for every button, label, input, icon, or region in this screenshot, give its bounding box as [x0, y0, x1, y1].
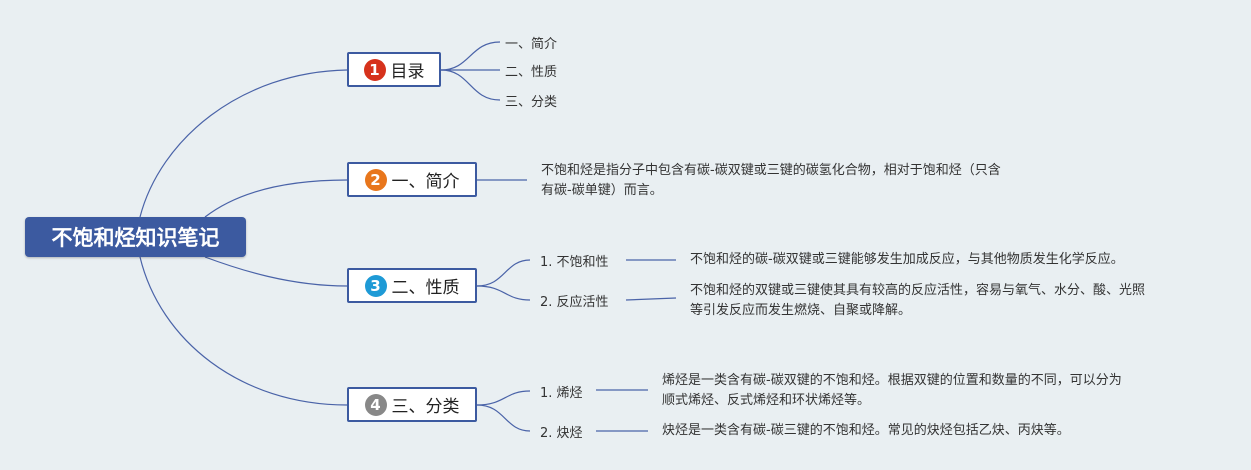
- leaf-node[interactable]: 1. 不饱和性: [540, 255, 609, 270]
- root-node[interactable]: 不饱和烃知识笔记: [25, 217, 246, 257]
- number-badge-icon: 1: [363, 58, 386, 81]
- leaf-node[interactable]: 一、简介: [505, 37, 558, 52]
- root-label: 不饱和烃知识笔记: [51, 226, 220, 250]
- connector-b3-c2: [476, 285, 531, 301]
- branch-node-2[interactable]: 2 一、简介: [347, 162, 477, 197]
- number-badge-icon: 3: [364, 274, 387, 297]
- branch-node-1[interactable]: 1 目录: [347, 52, 441, 87]
- connector-b4-c2: [476, 404, 531, 432]
- connector-root-b3: [204, 256, 348, 287]
- branch-node-3[interactable]: 3 二、性质: [347, 268, 477, 303]
- leaf-node[interactable]: 三、分类: [505, 95, 558, 110]
- note-text: 烯烃是一类含有碳-碳双键的不饱和烃。根据双键的位置和数量的不同，可以分为 顺式烯…: [662, 373, 1122, 408]
- connector-root-b1: [139, 69, 348, 218]
- branch-node-4[interactable]: 4 三、分类: [347, 387, 477, 422]
- connector-b3-c1: [476, 259, 531, 287]
- note-text: 炔烃是一类含有碳-碳三键的不饱和烃。常见的炔烃包括乙炔、丙炔等。: [662, 423, 1070, 438]
- connector-b3-c2-note: [625, 297, 677, 301]
- leaf-node[interactable]: 二、性质: [505, 65, 558, 80]
- number-badge-icon: 2: [364, 168, 387, 191]
- leaf-node[interactable]: 2. 炔烃: [540, 426, 583, 441]
- branch-label: 目录: [390, 62, 425, 82]
- note-text: 不饱和烃的双键或三键使其具有较高的反应活性，容易与氧气、水分、酸、光照 等引发反…: [690, 283, 1146, 318]
- branch-label: 三、分类: [391, 397, 460, 417]
- branch-label: 二、性质: [391, 278, 460, 298]
- connector-root-b4: [139, 256, 348, 406]
- note-text: 不饱和烃的碳-碳双键或三键能够发生加成反应，与其他物质发生化学反应。: [690, 252, 1124, 267]
- leaf-node[interactable]: 1. 烯烃: [540, 386, 583, 401]
- connector-root-b2: [204, 179, 348, 218]
- connector-b1-c3: [440, 69, 501, 101]
- branch-label: 一、简介: [391, 172, 460, 192]
- leaf-node[interactable]: 2. 反应活性: [540, 295, 609, 310]
- note-text: 不饱和烃是指分子中包含有碳-碳双键或三键的碳氢化合物，相对于饱和烃（只含 有碳-…: [541, 163, 1001, 198]
- connector-b4-c1: [476, 390, 531, 406]
- connector-b1-c1: [440, 41, 501, 71]
- number-badge-icon: 4: [364, 393, 387, 416]
